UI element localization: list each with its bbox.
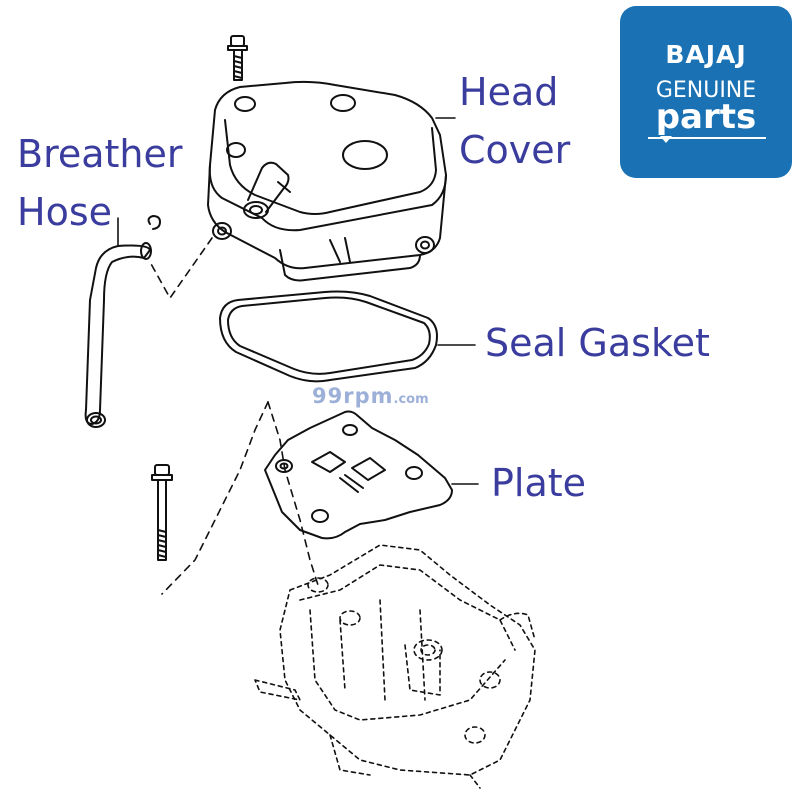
label-seal-gasket: Seal Gasket: [485, 321, 710, 365]
label-head-cover-line1: Head: [459, 70, 559, 114]
seal-gasket: [219, 290, 438, 383]
head-cover-bolt: [227, 35, 248, 81]
long-bolt: [151, 464, 173, 561]
logo-genuine: GENUINE: [655, 78, 757, 103]
logo-parts: parts: [655, 97, 757, 137]
logo-arrow-icon: [660, 136, 672, 143]
watermark-main: 99rpm: [312, 384, 394, 408]
logo-brand: BAJAJ: [665, 40, 747, 69]
bajaj-genuine-parts-logo: BAJAJ GENUINE parts: [620, 6, 792, 178]
logo-underline: [648, 137, 766, 139]
hose-clip: [147, 215, 161, 230]
assembly-guide-lines: [149, 237, 319, 595]
cylinder-head: [254, 544, 536, 789]
label-breather-hose-line1: Breather: [17, 132, 183, 176]
plate: [264, 410, 453, 540]
site-watermark: 99rpm.com: [312, 384, 429, 408]
leader-lines: [117, 117, 479, 485]
breather-hose: [84, 242, 152, 428]
label-head-cover-line2: Cover: [459, 128, 571, 172]
label-plate: Plate: [491, 461, 587, 505]
head-cover: [207, 80, 447, 282]
watermark-suffix: .com: [393, 392, 429, 407]
label-breather-hose-line2: Hose: [17, 190, 112, 234]
